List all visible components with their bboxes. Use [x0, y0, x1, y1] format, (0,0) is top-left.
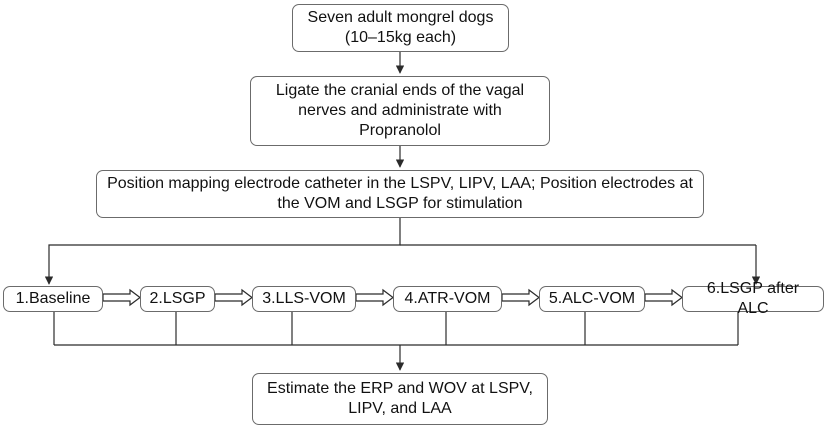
mapping-line-1: Position mapping electrode catheter in t…: [107, 175, 693, 192]
estimate-line-2: LIPV, and LAA: [348, 400, 452, 417]
step-2-lsgp: 2.LSGP: [140, 286, 215, 312]
step-3-label: 3.LLS-VOM: [262, 290, 346, 307]
hollow-arrow-4: [501, 288, 540, 307]
step-5-alc-vom: 5.ALC-VOM: [539, 286, 645, 312]
step-1-baseline: 1.Baseline: [3, 286, 103, 312]
step-1-label: 1.Baseline: [15, 290, 91, 307]
step-4-label: 4.ATR-VOM: [404, 290, 491, 307]
hollow-arrow-5: [644, 288, 683, 307]
step-6-lsgp-after-alc: 6.LSGP after ALC: [682, 280, 824, 317]
step-5-label: 5.ALC-VOM: [548, 290, 636, 307]
hollow-arrow-2: [214, 288, 253, 307]
step-2-label: 2.LSGP: [149, 290, 206, 307]
vagal-box: Ligate the cranial ends of the vagal ner…: [250, 76, 550, 146]
hollow-arrow-3: [355, 288, 394, 307]
dogs-line-1: Seven adult mongrel dogs: [307, 9, 494, 26]
vagal-line-1: Ligate the cranial ends of the vagal: [275, 82, 525, 99]
mapping-line-2: the VOM and LSGP for stimulation: [277, 195, 523, 212]
vagal-line-3: Propranolol: [359, 122, 441, 139]
hollow-arrow-1: [102, 288, 141, 307]
dogs-line-2: (10–15kg each): [344, 29, 457, 46]
step-6-label: 6.LSGP after ALC: [706, 280, 800, 317]
split-line: [44, 218, 401, 285]
dogs-box: Seven adult mongrel dogs (10–15kg each): [292, 4, 509, 52]
mapping-box: Position mapping electrode catheter in t…: [96, 170, 704, 218]
vagal-line-2: nerves and administrate with: [298, 102, 502, 119]
step-4-atr-vom: 4.ATR-VOM: [393, 286, 502, 312]
estimate-box: Estimate the ERP and WOV at LSPV, LIPV, …: [252, 373, 548, 425]
step-3-lls-vom: 3.LLS-VOM: [252, 286, 356, 312]
estimate-line-1: Estimate the ERP and WOV at LSPV,: [267, 380, 533, 397]
